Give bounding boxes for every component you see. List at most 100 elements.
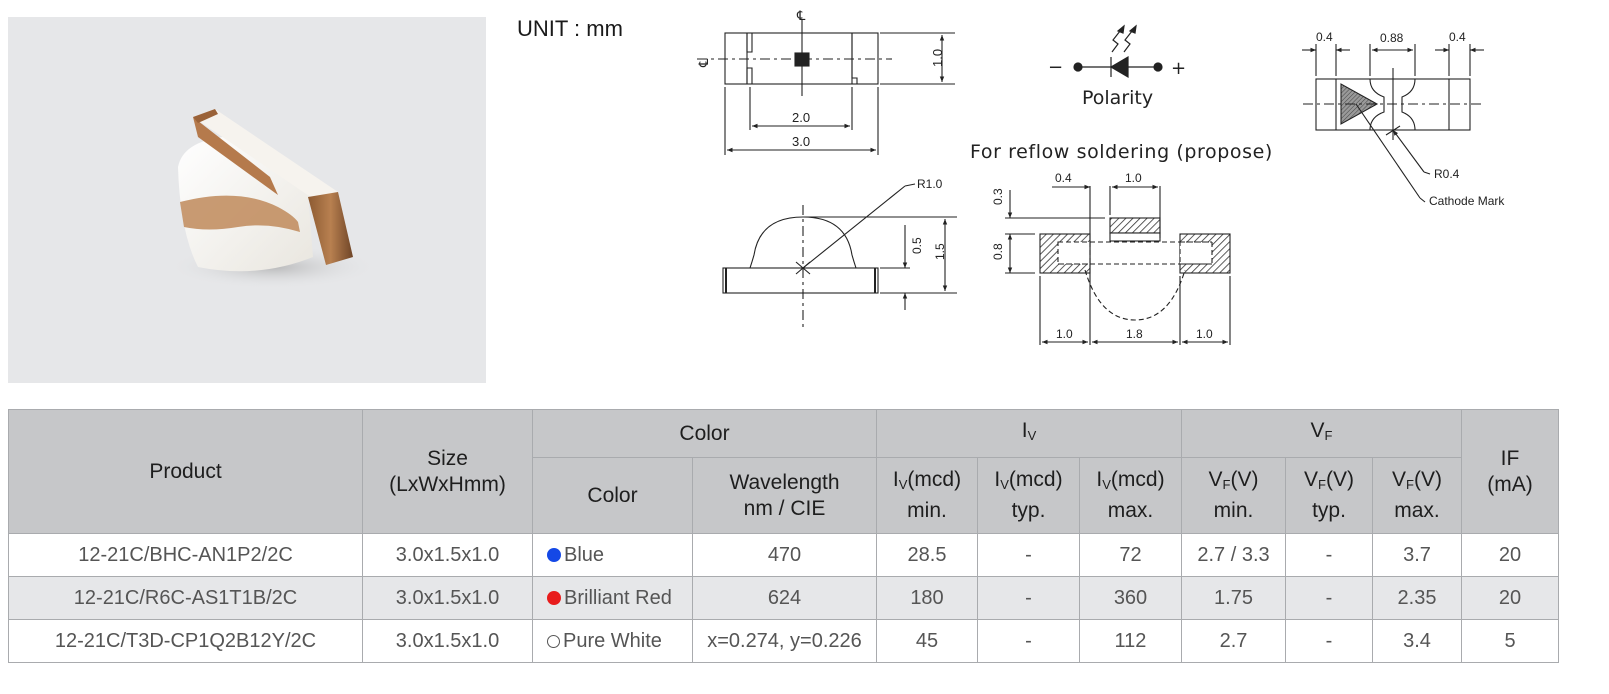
side-dim-height: 1.5: [933, 243, 947, 260]
reflow-title: For reflow soldering (propose): [970, 141, 1273, 163]
color-dot-hollow-icon: [547, 634, 560, 648]
header-vf-min: VF(V)min.: [1181, 457, 1286, 534]
vf-prefix: V: [1208, 468, 1223, 491]
iv-prefix: I: [994, 468, 1001, 491]
cell-size: 3.0x1.5x1.0: [362, 576, 533, 620]
cell-vf-min: 2.7: [1181, 619, 1286, 663]
header-wavelength-line1: Wavelength: [729, 470, 840, 494]
cell-iv-max: 360: [1079, 576, 1182, 620]
cell-wavelength: 470: [692, 533, 877, 577]
reflow-dim-pad-right: 1.0: [1196, 327, 1213, 341]
reflow-dim-gap: 1.8: [1126, 327, 1143, 341]
vf-unit: (V): [1230, 468, 1259, 491]
reflow-footprint-drawing: [1005, 184, 1231, 345]
cathode-dim-left: 0.4: [1316, 30, 1333, 44]
vf-prefix: V: [1304, 468, 1319, 491]
iv-typ-label: typ.: [1011, 499, 1046, 522]
side-view-drawing: [722, 183, 957, 330]
cell-if: 20: [1461, 533, 1559, 577]
header-if-line1: IF: [1500, 446, 1520, 470]
cell-vf-min: 1.75: [1181, 576, 1286, 620]
cell-iv-max: 72: [1079, 533, 1182, 577]
header-if: IF(mA): [1461, 409, 1559, 534]
cell-iv-min: 45: [876, 619, 978, 663]
header-iv-typ: IV(mcd) typ.: [977, 457, 1080, 534]
vf-unit: (V): [1413, 468, 1442, 491]
cell-iv-typ: -: [977, 576, 1080, 620]
cell-if: 20: [1461, 576, 1559, 620]
header-wavelength-line2: nm / CIE: [743, 496, 826, 520]
header-product: Product: [8, 409, 363, 534]
top-view-drawing: [697, 20, 955, 155]
iv-unit: (mcd): [1008, 468, 1063, 491]
table-row: 12-21C/R6C-AS1T1B/2C 3.0x1.5x1.0 Brillia…: [8, 576, 1559, 620]
iv-prefix: I: [892, 468, 899, 491]
polarity-minus: −: [1048, 57, 1063, 78]
cell-vf-typ: -: [1285, 576, 1373, 620]
vf-sub: F: [1318, 477, 1326, 492]
header-size: Size(LxWxHmm): [362, 409, 533, 534]
cell-product: 12-21C/R6C-AS1T1B/2C: [8, 576, 363, 620]
vf-sub: F: [1406, 477, 1414, 492]
color-name: Brilliant Red: [564, 586, 672, 609]
cell-vf-min: 2.7 / 3.3: [1181, 533, 1286, 577]
reflow-dim-v1: 0.3: [991, 188, 1005, 205]
iv-min-label: min.: [907, 499, 947, 522]
cell-product: 12-21C/T3D-CP1Q2B12Y/2C: [8, 619, 363, 663]
cell-vf-typ: -: [1285, 619, 1373, 663]
cell-wavelength: 624: [692, 576, 877, 620]
header-iv-max: IV(mcd)max.: [1079, 457, 1182, 534]
iv-sub: V: [1102, 477, 1111, 492]
color-name: Blue: [564, 543, 605, 566]
unit-label: UNIT : mm: [517, 16, 623, 41]
cell-vf-typ: -: [1285, 533, 1373, 577]
iv-max-label: max.: [1107, 499, 1154, 522]
table-row: 12-21C/T3D-CP1Q2B12Y/2C 3.0x1.5x1.0 Pure…: [8, 619, 1559, 663]
color-dot-icon: [547, 590, 561, 605]
cell-color: Brilliant Red: [532, 576, 693, 620]
iv-sub: V: [1000, 477, 1009, 492]
polarity-plus: +: [1171, 58, 1186, 79]
iv-unit: (mcd): [1110, 468, 1165, 491]
product-spec-table: Product Size(LxWxHmm) Color IV VF IF(mA)…: [8, 409, 1559, 663]
led-component-image: [168, 109, 378, 289]
polarity-label: Polarity: [1082, 87, 1153, 109]
header-size-line1: Size: [427, 446, 468, 470]
cell-iv-typ: -: [977, 533, 1080, 577]
cell-size: 3.0x1.5x1.0: [362, 619, 533, 663]
cathode-dim-right: 0.4: [1449, 30, 1466, 44]
header-vf-group: VF: [1181, 409, 1462, 458]
vf-min-label: min.: [1213, 499, 1254, 522]
iv-unit: (mcd): [907, 468, 962, 491]
vf-group-symbol: V: [1310, 419, 1325, 442]
cell-product: 12-21C/BHC-AN1P2/2C: [8, 533, 363, 577]
centerline-symbol-top: ℄: [796, 8, 806, 23]
cell-iv-typ: -: [977, 619, 1080, 663]
cathode-radius: R0.4: [1434, 167, 1460, 181]
header-iv-min: IV(mcd)min.: [876, 457, 978, 534]
cell-color: Blue: [532, 533, 693, 577]
cell-wavelength: x=0.274, y=0.226: [692, 619, 877, 663]
dim-length: 3.0: [792, 134, 810, 149]
vf-max-label: max.: [1394, 499, 1440, 522]
header-size-line2: (LxWxHmm): [389, 472, 506, 496]
iv-group-sub: V: [1027, 428, 1037, 443]
vf-unit: (V): [1325, 468, 1354, 491]
dim-inner: 2.0: [792, 110, 810, 125]
cell-iv-min: 180: [876, 576, 978, 620]
color-dot-icon: [547, 547, 561, 562]
header-if-line2: (mA): [1487, 472, 1533, 496]
dim-width: 1.0: [930, 49, 945, 67]
reflow-dim-v2: 0.8: [991, 243, 1005, 260]
cell-vf-max: 3.7: [1372, 533, 1462, 577]
product-photo: [8, 17, 486, 383]
side-dim-lens: 0.5: [910, 237, 924, 254]
iv-group-symbol: I: [1021, 419, 1028, 442]
header-iv-group: IV: [876, 409, 1182, 458]
header-vf-typ: VF(V)typ.: [1285, 457, 1373, 534]
color-name: Pure White: [563, 629, 662, 652]
header-color-group: Color: [532, 409, 877, 458]
reflow-dim-top-pad: 1.0: [1125, 171, 1142, 185]
centerline-symbol-left: ℄: [696, 58, 711, 68]
